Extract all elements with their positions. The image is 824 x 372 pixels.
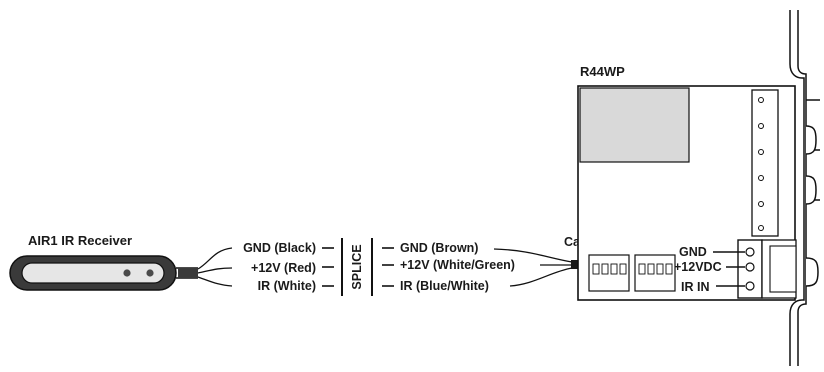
splice-block: SPLICE xyxy=(341,238,373,296)
terminal-power-label: +12VDC xyxy=(674,260,722,274)
receiver-wire-power-label: +12V (Red) xyxy=(251,261,316,275)
splice-left-dashes xyxy=(322,247,334,287)
receiver-cable xyxy=(176,247,233,287)
cable-wire-gnd-label: GND (Brown) xyxy=(400,241,478,255)
terminal-gnd-label: GND xyxy=(679,245,707,259)
receiver-wire-gnd-label: GND (Black) xyxy=(243,241,316,255)
board-connector-strip xyxy=(751,89,779,237)
cable-wire-power-label: +12V (White/Green) xyxy=(400,258,515,272)
receiver-title: AIR1 IR Receiver xyxy=(28,233,132,248)
receiver-led-dot-2 xyxy=(146,269,154,277)
cable-wire-ir-label: IR (Blue/White) xyxy=(400,279,489,293)
terminal-screw-gnd xyxy=(745,247,755,257)
terminal-block xyxy=(737,239,797,299)
wall-plate-profile xyxy=(789,10,820,366)
terminal-ir-in-label: IR IN xyxy=(681,280,709,294)
splice-right-dashes xyxy=(382,247,394,287)
terminal-leaders xyxy=(713,251,745,287)
terminal-screw-ir xyxy=(745,281,755,291)
splice-label: SPLICE xyxy=(350,244,364,289)
receiver-wire-ir-label: IR (White) xyxy=(258,279,316,293)
device-model-label: R44WP xyxy=(580,64,625,79)
ir-receiver-body xyxy=(9,255,177,291)
cable-wires xyxy=(493,248,573,287)
terminal-screw-power xyxy=(745,262,755,272)
board-ic-block xyxy=(579,87,690,163)
receiver-led-dot-1 xyxy=(123,269,131,277)
